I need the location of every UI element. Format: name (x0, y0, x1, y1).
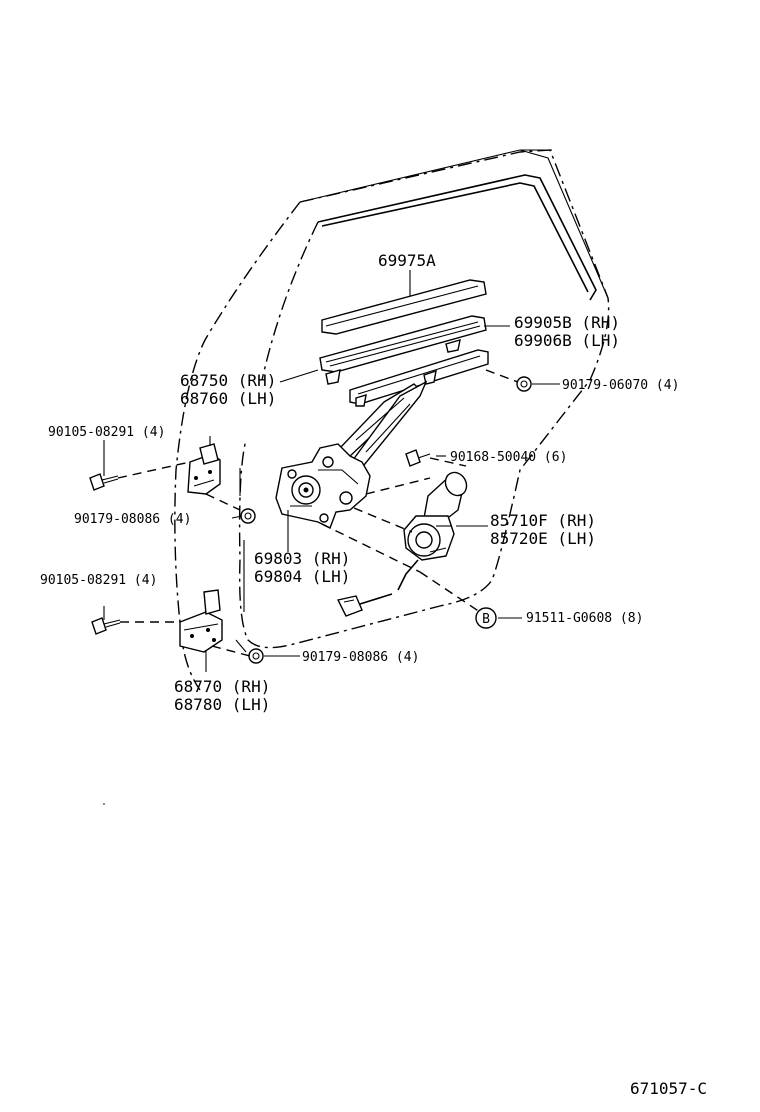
leader-lines (103, 270, 560, 672)
label-90105-08291-upper: 90105-08291 (4) (48, 425, 165, 440)
assembly-lines (117, 369, 519, 657)
label-85710f: 85710F (RH) (490, 511, 596, 530)
label-68770: 68770 (RH) (174, 677, 270, 696)
label-68780: 68780 (LH) (174, 695, 270, 714)
glass-run-channel (321, 279, 487, 335)
regulator-lift-arm (336, 349, 489, 471)
lower-hinge (179, 589, 223, 653)
hinge-bolt-upper (89, 473, 119, 491)
label-85720e: 85720E (LH) (490, 529, 596, 548)
label-90179-08086-lower: 90179-08086 (4) (302, 650, 419, 665)
label-90179-06070: 90179-06070 (4) (562, 378, 679, 393)
label-69804: 69804 (LH) (254, 567, 350, 586)
nut-lower (248, 648, 264, 664)
label-90168-50040: 90168-50040 (6) (450, 450, 567, 465)
nut-channel (516, 376, 532, 392)
label-91511-g0608: 91511-G0608 (8) (526, 611, 643, 626)
label-68750: 68750 (RH) (180, 371, 276, 390)
hinge-bolt-lower (91, 617, 121, 635)
diagram-code: 671057-C (630, 1079, 707, 1098)
reference-b-marker: B (475, 607, 497, 629)
regulator-base (275, 443, 371, 529)
upper-hinge (187, 443, 221, 495)
label-69906b: 69906B (LH) (514, 331, 620, 350)
label-90179-08086-upper: 90179-08086 (4) (74, 512, 191, 527)
label-69975a: 69975A (378, 251, 436, 270)
label-69905b: 69905B (RH) (514, 313, 620, 332)
reference-b-text: B (482, 612, 490, 627)
window-regulator-motor (336, 471, 468, 617)
window-channel (319, 315, 487, 385)
speck (103, 803, 105, 805)
nut-upper (240, 508, 256, 524)
label-68760: 68760 (LH) (180, 389, 276, 408)
bolt-motor (405, 449, 431, 467)
label-90105-08291-lower: 90105-08291 (4) (40, 573, 157, 588)
label-69803: 69803 (RH) (254, 549, 350, 568)
